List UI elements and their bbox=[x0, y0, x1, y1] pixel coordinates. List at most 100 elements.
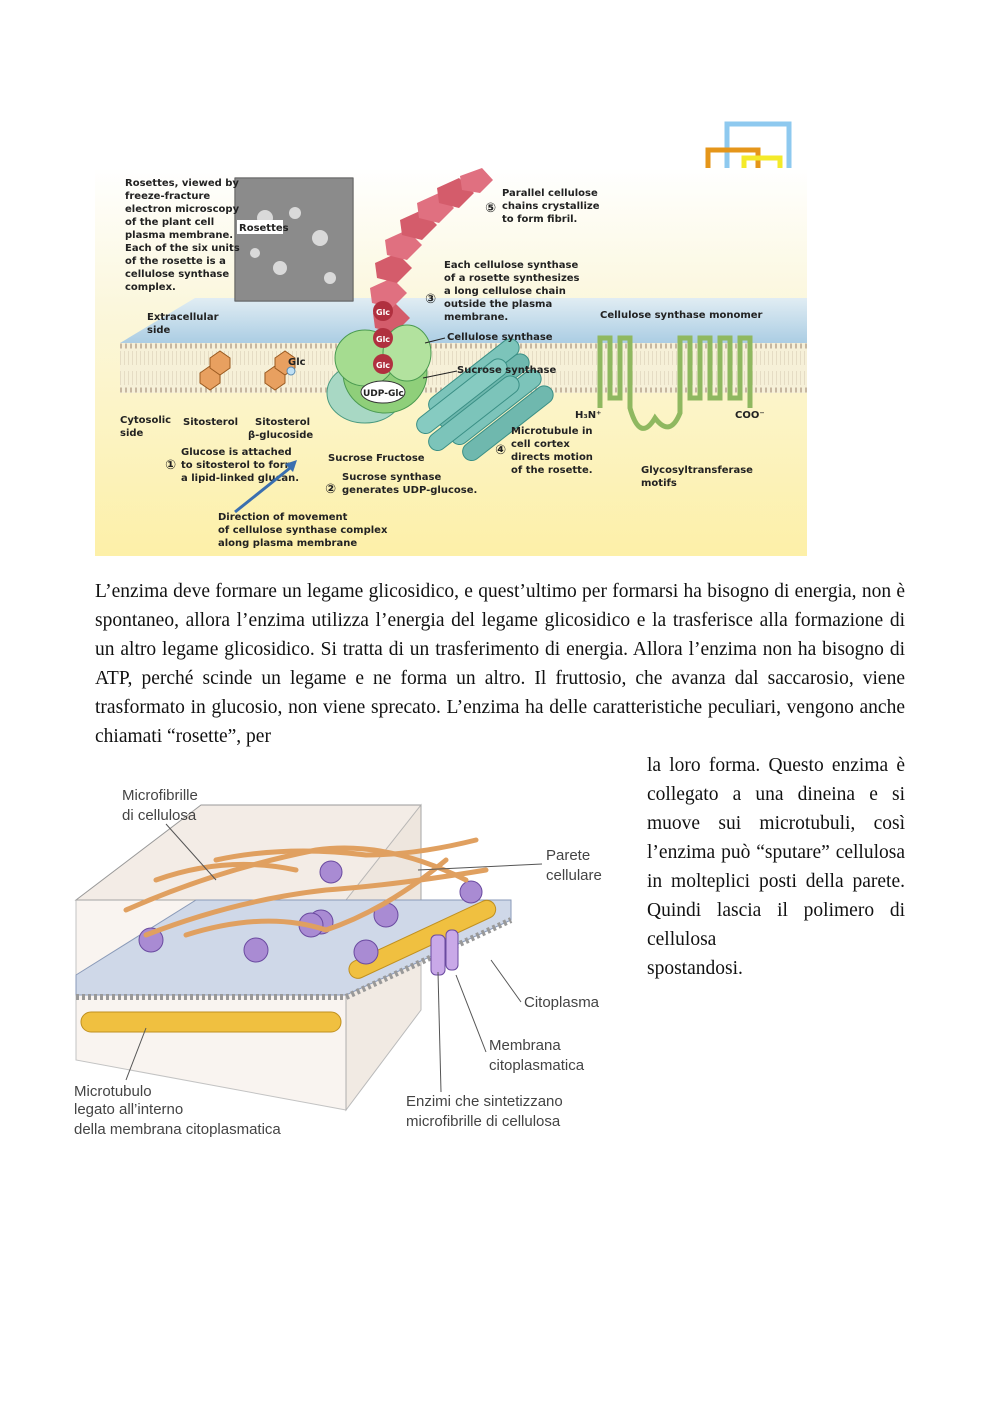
cellulose-microfibrils bbox=[123, 837, 489, 938]
svg-text:④: ④ bbox=[495, 443, 506, 458]
svg-text:Direction of movement: Direction of movement bbox=[218, 512, 348, 523]
enzimi-label: Enzimi che sintetizzano microfibrille di… bbox=[406, 1093, 563, 1130]
svg-text:Membrana: Membrana bbox=[489, 1037, 561, 1054]
membrane-bead-row-side bbox=[344, 917, 513, 1000]
svg-text:Parete: Parete bbox=[546, 847, 590, 864]
svg-text:citoplasmatica: citoplasmatica bbox=[489, 1057, 585, 1074]
cellulose-synthase-label: Cellulose synthase bbox=[447, 332, 553, 343]
svg-text:directs motion: directs motion bbox=[511, 452, 593, 463]
svg-text:cellulose synthase: cellulose synthase bbox=[125, 269, 229, 280]
svg-text:membrane.: membrane. bbox=[444, 312, 508, 323]
figure-cellulose-synthase-diagram: Rosettes Rosettes, viewed by freeze-frac… bbox=[95, 168, 807, 556]
svg-text:of a rosette synthesizes: of a rosette synthesizes bbox=[444, 273, 580, 284]
sitosterol-glucoside-label: Sitosterol β-glucoside bbox=[248, 417, 313, 441]
leader-cellulose-synthase bbox=[424, 337, 446, 344]
microtubule-1 bbox=[80, 1011, 342, 1033]
leader-sucrose-synthase bbox=[422, 370, 458, 379]
leader-microtubulo bbox=[125, 1027, 147, 1081]
svg-text:cellulare: cellulare bbox=[546, 867, 602, 884]
svg-text:②: ② bbox=[325, 482, 336, 497]
rosettes-tag: Rosettes bbox=[239, 223, 289, 234]
glc-label-2: Glc bbox=[376, 335, 390, 344]
udp-glc-label: UDP-Glc bbox=[363, 389, 404, 399]
svg-text:outside the plasma: outside the plasma bbox=[444, 299, 552, 310]
svg-text:side: side bbox=[120, 428, 144, 439]
svg-text:to sitosterol to form: to sitosterol to form bbox=[181, 460, 295, 471]
sitosterol-label: Sitosterol bbox=[183, 417, 238, 428]
svg-text:a lipid-linked glucan.: a lipid-linked glucan. bbox=[181, 473, 299, 484]
microtubulo-label: Microtubulo legato all’interno della mem… bbox=[74, 1083, 281, 1138]
monomer-label: Cellulose synthase monomer bbox=[600, 310, 763, 321]
cytosolic-label: Cytosolic side bbox=[120, 415, 171, 439]
monomer-transmembrane-path bbox=[597, 335, 753, 431]
leader-parete bbox=[417, 863, 543, 871]
paragraph-2-last-line: spostandosi. bbox=[647, 958, 743, 979]
svg-text:complex.: complex. bbox=[125, 282, 176, 293]
glc-label-sitosterol: Glc bbox=[288, 357, 306, 368]
svg-text:Glycosyltransferase: Glycosyltransferase bbox=[641, 465, 753, 476]
leader-microfibrille bbox=[165, 823, 217, 881]
parete-label: Parete cellulare bbox=[546, 847, 602, 884]
sucrose-labels: Sucrose Fructose bbox=[328, 453, 425, 464]
svg-text:Glucose is attached: Glucose is attached bbox=[181, 447, 292, 458]
svg-text:plasma membrane.: plasma membrane. bbox=[125, 230, 233, 241]
body-paragraph-1: L’enzima deve formare un legame glicosid… bbox=[95, 581, 905, 747]
svg-text:Parallel cellulose: Parallel cellulose bbox=[502, 188, 598, 199]
svg-text:of the plant cell: of the plant cell bbox=[125, 217, 214, 228]
microfibrille-label: Microfibrille di cellulosa bbox=[122, 787, 198, 824]
svg-text:Microfibrille: Microfibrille bbox=[122, 787, 198, 804]
step2-caption: ② Sucrose synthase generates UDP-glucose… bbox=[325, 472, 477, 497]
step5-caption: ⑤ Parallel cellulose chains crystallize … bbox=[485, 188, 600, 225]
svg-text:Sucrose synthase: Sucrose synthase bbox=[342, 472, 441, 483]
h3n-label: H₃N⁺ bbox=[575, 410, 601, 421]
svg-text:side: side bbox=[147, 325, 171, 336]
svg-text:Each of the six units: Each of the six units bbox=[125, 243, 240, 254]
leader-membrana bbox=[455, 974, 487, 1053]
svg-text:β-glucoside: β-glucoside bbox=[248, 430, 313, 441]
svg-text:electron microscopy: electron microscopy bbox=[125, 204, 240, 215]
em-inset: Rosettes bbox=[234, 177, 354, 302]
figure-cell-wall-diagram: Microfibrille di cellulosa Parete cellul… bbox=[66, 760, 616, 1145]
coo-label: COO⁻ bbox=[735, 410, 765, 421]
svg-text:of the rosette is a: of the rosette is a bbox=[125, 256, 226, 267]
svg-text:Rosettes, viewed by: Rosettes, viewed by bbox=[125, 178, 239, 189]
direction-caption: Direction of movement of cellulose synth… bbox=[218, 512, 388, 549]
svg-text:of the rosette.: of the rosette. bbox=[511, 465, 593, 476]
svg-text:①: ① bbox=[165, 458, 176, 473]
svg-text:di cellulosa: di cellulosa bbox=[122, 807, 197, 824]
svg-text:along plasma membrane: along plasma membrane bbox=[218, 538, 357, 549]
direction-arrow bbox=[234, 466, 291, 514]
svg-text:motifs: motifs bbox=[641, 478, 677, 489]
svg-text:Fructose: Fructose bbox=[376, 453, 425, 464]
body-paragraph-2: la loro forma. Questo enzima è collegato… bbox=[647, 751, 905, 983]
svg-text:Each cellulose synthase: Each cellulose synthase bbox=[444, 260, 578, 271]
rosettes-caption: Rosettes, viewed by freeze-fracture elec… bbox=[125, 178, 240, 293]
paragraph-2-text: la loro forma. Questo enzima è collegato… bbox=[647, 755, 905, 950]
svg-text:Sucrose: Sucrose bbox=[328, 453, 373, 464]
svg-text:of cellulose synthase complex: of cellulose synthase complex bbox=[218, 525, 388, 536]
step4-caption: ④ Microtubule in cell cortex directs mot… bbox=[495, 426, 593, 476]
glc-label-1: Glc bbox=[376, 308, 390, 317]
glyco-caption: Glycosyltransferase motifs bbox=[641, 465, 753, 489]
svg-text:to form fibril.: to form fibril. bbox=[502, 214, 577, 225]
glc-label-3: Glc bbox=[376, 361, 390, 370]
svg-text:microfibrille di cellulosa: microfibrille di cellulosa bbox=[406, 1113, 561, 1130]
membrane-top-surface bbox=[120, 298, 807, 343]
svg-text:Microtubule in: Microtubule in bbox=[511, 426, 593, 437]
microtubule-bundle bbox=[416, 338, 554, 462]
svg-text:Microtubulo: Microtubulo bbox=[74, 1083, 152, 1100]
extracellular-label: Extracellular side bbox=[147, 312, 219, 336]
sitosterol-molecule bbox=[199, 350, 231, 391]
sitosterol-glucoside-molecule bbox=[264, 350, 296, 391]
svg-text:freeze-fracture: freeze-fracture bbox=[125, 191, 210, 202]
svg-text:③: ③ bbox=[425, 292, 436, 307]
rosette-enzymes bbox=[138, 860, 483, 976]
svg-text:cell cortex: cell cortex bbox=[511, 439, 570, 450]
microtubule-2 bbox=[348, 899, 497, 979]
sucrose-synthase-label: Sucrose synthase bbox=[457, 365, 556, 376]
svg-text:legato all’interno: legato all’interno bbox=[74, 1101, 183, 1118]
svg-text:⑤: ⑤ bbox=[485, 201, 496, 216]
svg-text:chains crystallize: chains crystallize bbox=[502, 201, 600, 212]
svg-text:a long cellulose chain: a long cellulose chain bbox=[444, 286, 566, 297]
leader-enzimi bbox=[437, 971, 442, 1093]
